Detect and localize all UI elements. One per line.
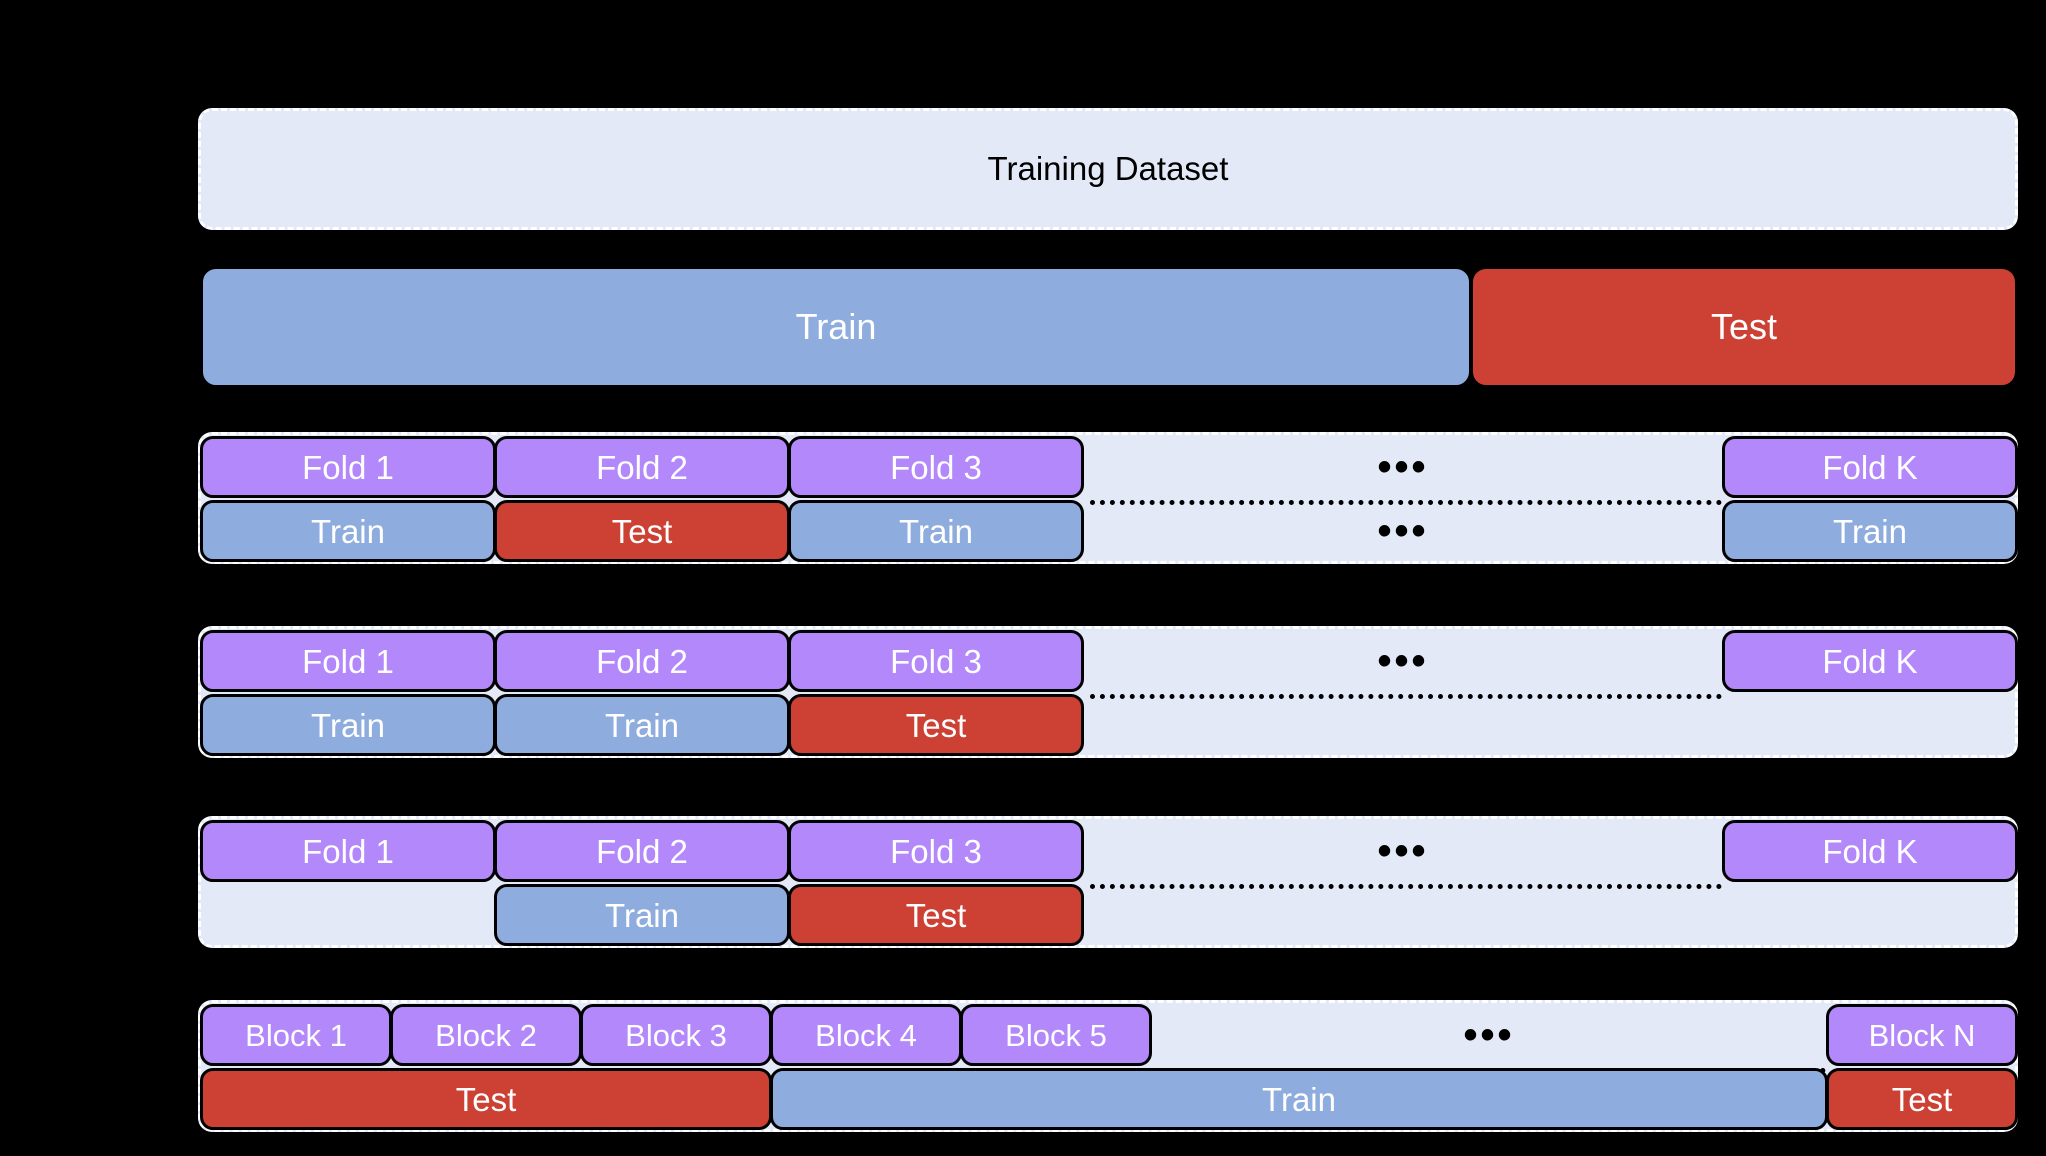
cv1-fold-k-chip: Fold K (1722, 436, 2018, 498)
cv3-top-ellipsis: ••• (1377, 829, 1429, 873)
cv1-fold-k-label: Fold K (1822, 448, 1918, 486)
cv3-fold-2-label: Fold 2 (596, 832, 688, 870)
block-3-chip: Block 3 (580, 1004, 772, 1066)
block-3-label: Block 3 (625, 1017, 727, 1053)
cv2-fold-1-label: Fold 1 (302, 642, 394, 680)
cv2-top-ellipsis: ••• (1377, 639, 1429, 683)
cv2-fold-2-label: Fold 2 (596, 642, 688, 680)
cv3-fold-1-label: Fold 1 (302, 832, 394, 870)
cv2-assign-1-chip: Train (200, 694, 496, 756)
block-n-label: Block N (1868, 1017, 1976, 1053)
block-2-chip: Block 2 (390, 1004, 582, 1066)
cv2-fold-3-chip: Fold 3 (788, 630, 1084, 692)
training-dataset-band: Training Dataset (198, 108, 2018, 230)
cv2-assign-3-chip: Test (788, 694, 1084, 756)
cv3-assign-3-chip: Test (788, 884, 1084, 946)
blocked-test-right-label: Test (1891, 1080, 1953, 1118)
cv2-assign-2-label: Train (605, 706, 679, 744)
cv3-fold-1-chip: Fold 1 (200, 820, 496, 882)
cv3-fold-3-label: Fold 3 (890, 832, 982, 870)
blocked-top-ellipsis: ••• (1463, 1013, 1515, 1057)
cv1-assign-2-chip: Test (494, 500, 790, 562)
cv1-assign-1-chip: Train (200, 500, 496, 562)
cv1-fold-3-chip: Fold 3 (788, 436, 1084, 498)
cv3-assign-2-chip: Train (494, 884, 790, 946)
block-5-label: Block 5 (1005, 1017, 1107, 1053)
cv1-assign-1-label: Train (311, 512, 385, 550)
cv2-assign-3-label: Test (905, 706, 967, 744)
split-test-label: Test (1710, 306, 1778, 347)
cv2-fold-k-chip: Fold K (1722, 630, 2018, 692)
split-test-chip: Test (1470, 266, 2018, 388)
blocked-test-left-chip: Test (200, 1068, 772, 1130)
cv3-assign-3-label: Test (905, 896, 967, 934)
cv1-fold-1-label: Fold 1 (302, 448, 394, 486)
split-train-chip: Train (200, 266, 1472, 388)
split-train-label: Train (795, 306, 877, 347)
cv1-assign-3-label: Train (899, 512, 973, 550)
block-1-label: Block 1 (245, 1017, 347, 1053)
cv3-fold-2-chip: Fold 2 (494, 820, 790, 882)
block-1-chip: Block 1 (200, 1004, 392, 1066)
cv2-fold-1-chip: Fold 1 (200, 630, 496, 692)
cv3-fold-3-chip: Fold 3 (788, 820, 1084, 882)
block-4-label: Block 4 (815, 1017, 917, 1053)
cv1-fold-3-label: Fold 3 (890, 448, 982, 486)
cv2-dotted-connector (1090, 694, 1722, 699)
cv1-assign-3-chip: Train (788, 500, 1084, 562)
page-title: Training Dataset (987, 150, 1229, 187)
cv1-assign-k-chip: Train (1722, 500, 2018, 562)
cv1-assign-2-label: Test (611, 512, 673, 550)
block-2-label: Block 2 (435, 1017, 537, 1053)
block-5-chip: Block 5 (960, 1004, 1152, 1066)
blocked-train-label: Train (1262, 1080, 1336, 1118)
cv2-assign-2-chip: Train (494, 694, 790, 756)
cv3-dotted-connector (1090, 884, 1722, 889)
cv2-fold-2-chip: Fold 2 (494, 630, 790, 692)
cv3-assign-2-label: Train (605, 896, 679, 934)
cv3-fold-k-chip: Fold K (1722, 820, 2018, 882)
blocked-test-right-chip: Test (1826, 1068, 2018, 1130)
cv1-assign-k-label: Train (1833, 512, 1907, 550)
cv1-dotted-connector (1090, 500, 1722, 505)
blocked-test-left-label: Test (455, 1080, 517, 1118)
cv1-fold-2-label: Fold 2 (596, 448, 688, 486)
cv1-fold-2-chip: Fold 2 (494, 436, 790, 498)
cv3-fold-k-label: Fold K (1822, 832, 1918, 870)
blocked-train-chip: Train (770, 1068, 1828, 1130)
block-n-chip: Block N (1826, 1004, 2018, 1066)
cv2-assign-1-label: Train (311, 706, 385, 744)
cv1-fold-1-chip: Fold 1 (200, 436, 496, 498)
cv1-bottom-ellipsis: ••• (1377, 509, 1429, 553)
cv1-top-ellipsis: ••• (1377, 445, 1429, 489)
cv2-fold-3-label: Fold 3 (890, 642, 982, 680)
cv2-fold-k-label: Fold K (1822, 642, 1918, 680)
block-4-chip: Block 4 (770, 1004, 962, 1066)
